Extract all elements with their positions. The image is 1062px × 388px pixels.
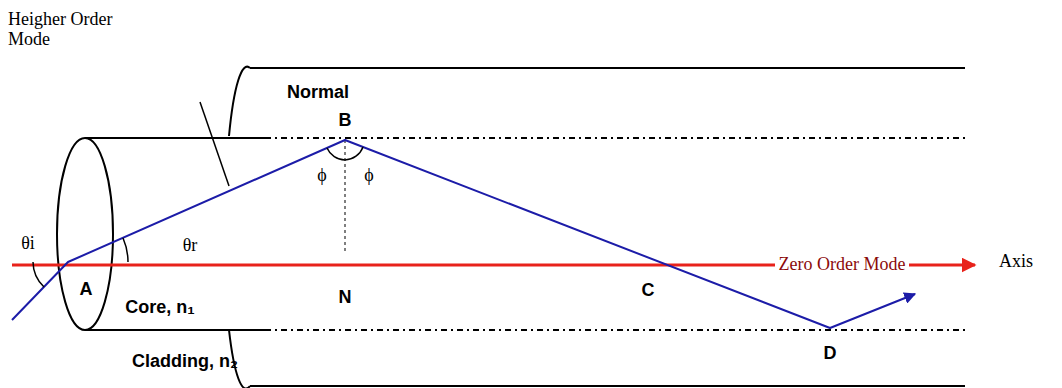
normal-line: [344, 140, 346, 252]
core-edge: [265, 137, 965, 139]
core-end: [57, 138, 113, 330]
angle-label: θr: [183, 236, 198, 256]
point-label: B: [339, 111, 352, 131]
angle-label: ϕ: [317, 166, 326, 186]
axis-label: Axis: [999, 252, 1033, 272]
point-label: A: [80, 280, 93, 300]
higher-order-ray: [12, 140, 915, 328]
core-edge: [85, 137, 265, 139]
leader-line: [200, 102, 229, 186]
angle-arc: [123, 238, 128, 262]
mode-label: Heigher Order Mode: [8, 10, 143, 50]
cladding-end: [229, 67, 250, 136]
normal-label: Normal: [287, 83, 349, 103]
cladding-edge: [250, 67, 965, 69]
point-label: D: [824, 344, 837, 364]
core-edge: [265, 329, 965, 331]
angle-arc: [345, 147, 363, 160]
core-edge: [85, 329, 265, 331]
angle-label: ϕ: [364, 166, 373, 186]
point-label: N: [339, 288, 352, 308]
point-label: C: [642, 281, 655, 301]
angle-arc: [33, 262, 44, 287]
mode-label: Zero Order Mode: [775, 255, 910, 275]
angle-arc: [327, 148, 345, 160]
cladding-edge: [250, 385, 965, 387]
angle-label: θi: [21, 234, 35, 254]
region-label: Core, n₁: [125, 298, 194, 318]
region-label: Cladding, n₂: [132, 352, 238, 372]
